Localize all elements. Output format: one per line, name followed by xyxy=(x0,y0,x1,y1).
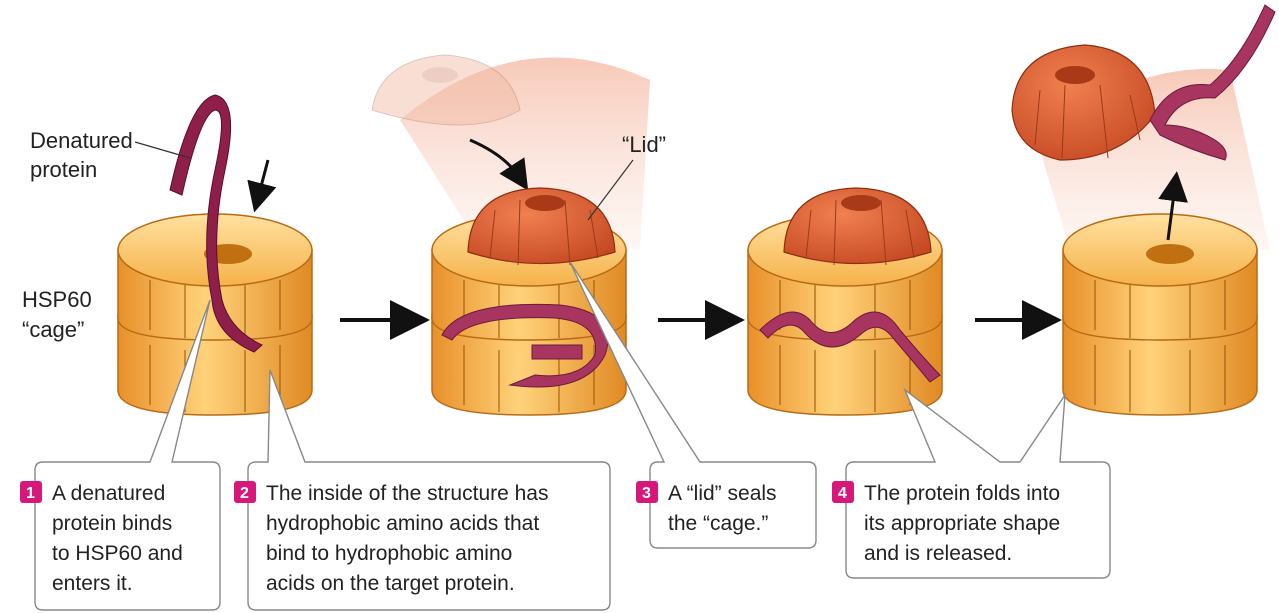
step-number-1: 1 xyxy=(26,485,35,502)
step-1-line4: enters it. xyxy=(52,572,133,595)
stage-1 xyxy=(118,95,312,415)
stage-4 xyxy=(1012,5,1275,415)
step-3-line2: the “cage.” xyxy=(668,512,768,535)
hsp60-label-line2: “cage” xyxy=(22,317,84,342)
step-4-line1: The protein folds into xyxy=(864,482,1060,505)
step-3-line1: A “lid” seals xyxy=(668,482,777,505)
step-2-line1: The inside of the structure has xyxy=(266,482,549,505)
step-2-line3: bind to hydrophobic amino xyxy=(266,542,512,565)
denatured-label-line2: protein xyxy=(30,157,97,182)
callout-step-4: 4 The protein folds into its appropriate… xyxy=(832,390,1110,578)
lid-ghost xyxy=(372,55,520,125)
hsp60-label-line1: HSP60 xyxy=(22,287,92,312)
step-4-line3: and is released. xyxy=(864,542,1012,565)
step-number-2: 2 xyxy=(240,485,249,502)
step-4-line2: its appropriate shape xyxy=(864,512,1060,535)
step-2-line2: hydrophobic amino acids that xyxy=(266,512,539,535)
step-1-line1: A denatured xyxy=(52,482,165,505)
entry-arrow xyxy=(258,160,268,198)
denatured-label-line1: Denatured xyxy=(30,128,133,153)
step-number-4: 4 xyxy=(838,485,847,502)
step-2-line4: acids on the target protein. xyxy=(266,572,515,595)
stage-2 xyxy=(372,55,650,415)
stage-3 xyxy=(748,188,942,415)
step-1-line2: protein binds xyxy=(52,512,172,535)
step-1-line3: to HSP60 and xyxy=(52,542,183,565)
lid-label: “Lid” xyxy=(622,132,666,157)
step-number-3: 3 xyxy=(642,485,651,502)
lid xyxy=(784,188,931,265)
hsp60-cage xyxy=(1063,214,1257,415)
